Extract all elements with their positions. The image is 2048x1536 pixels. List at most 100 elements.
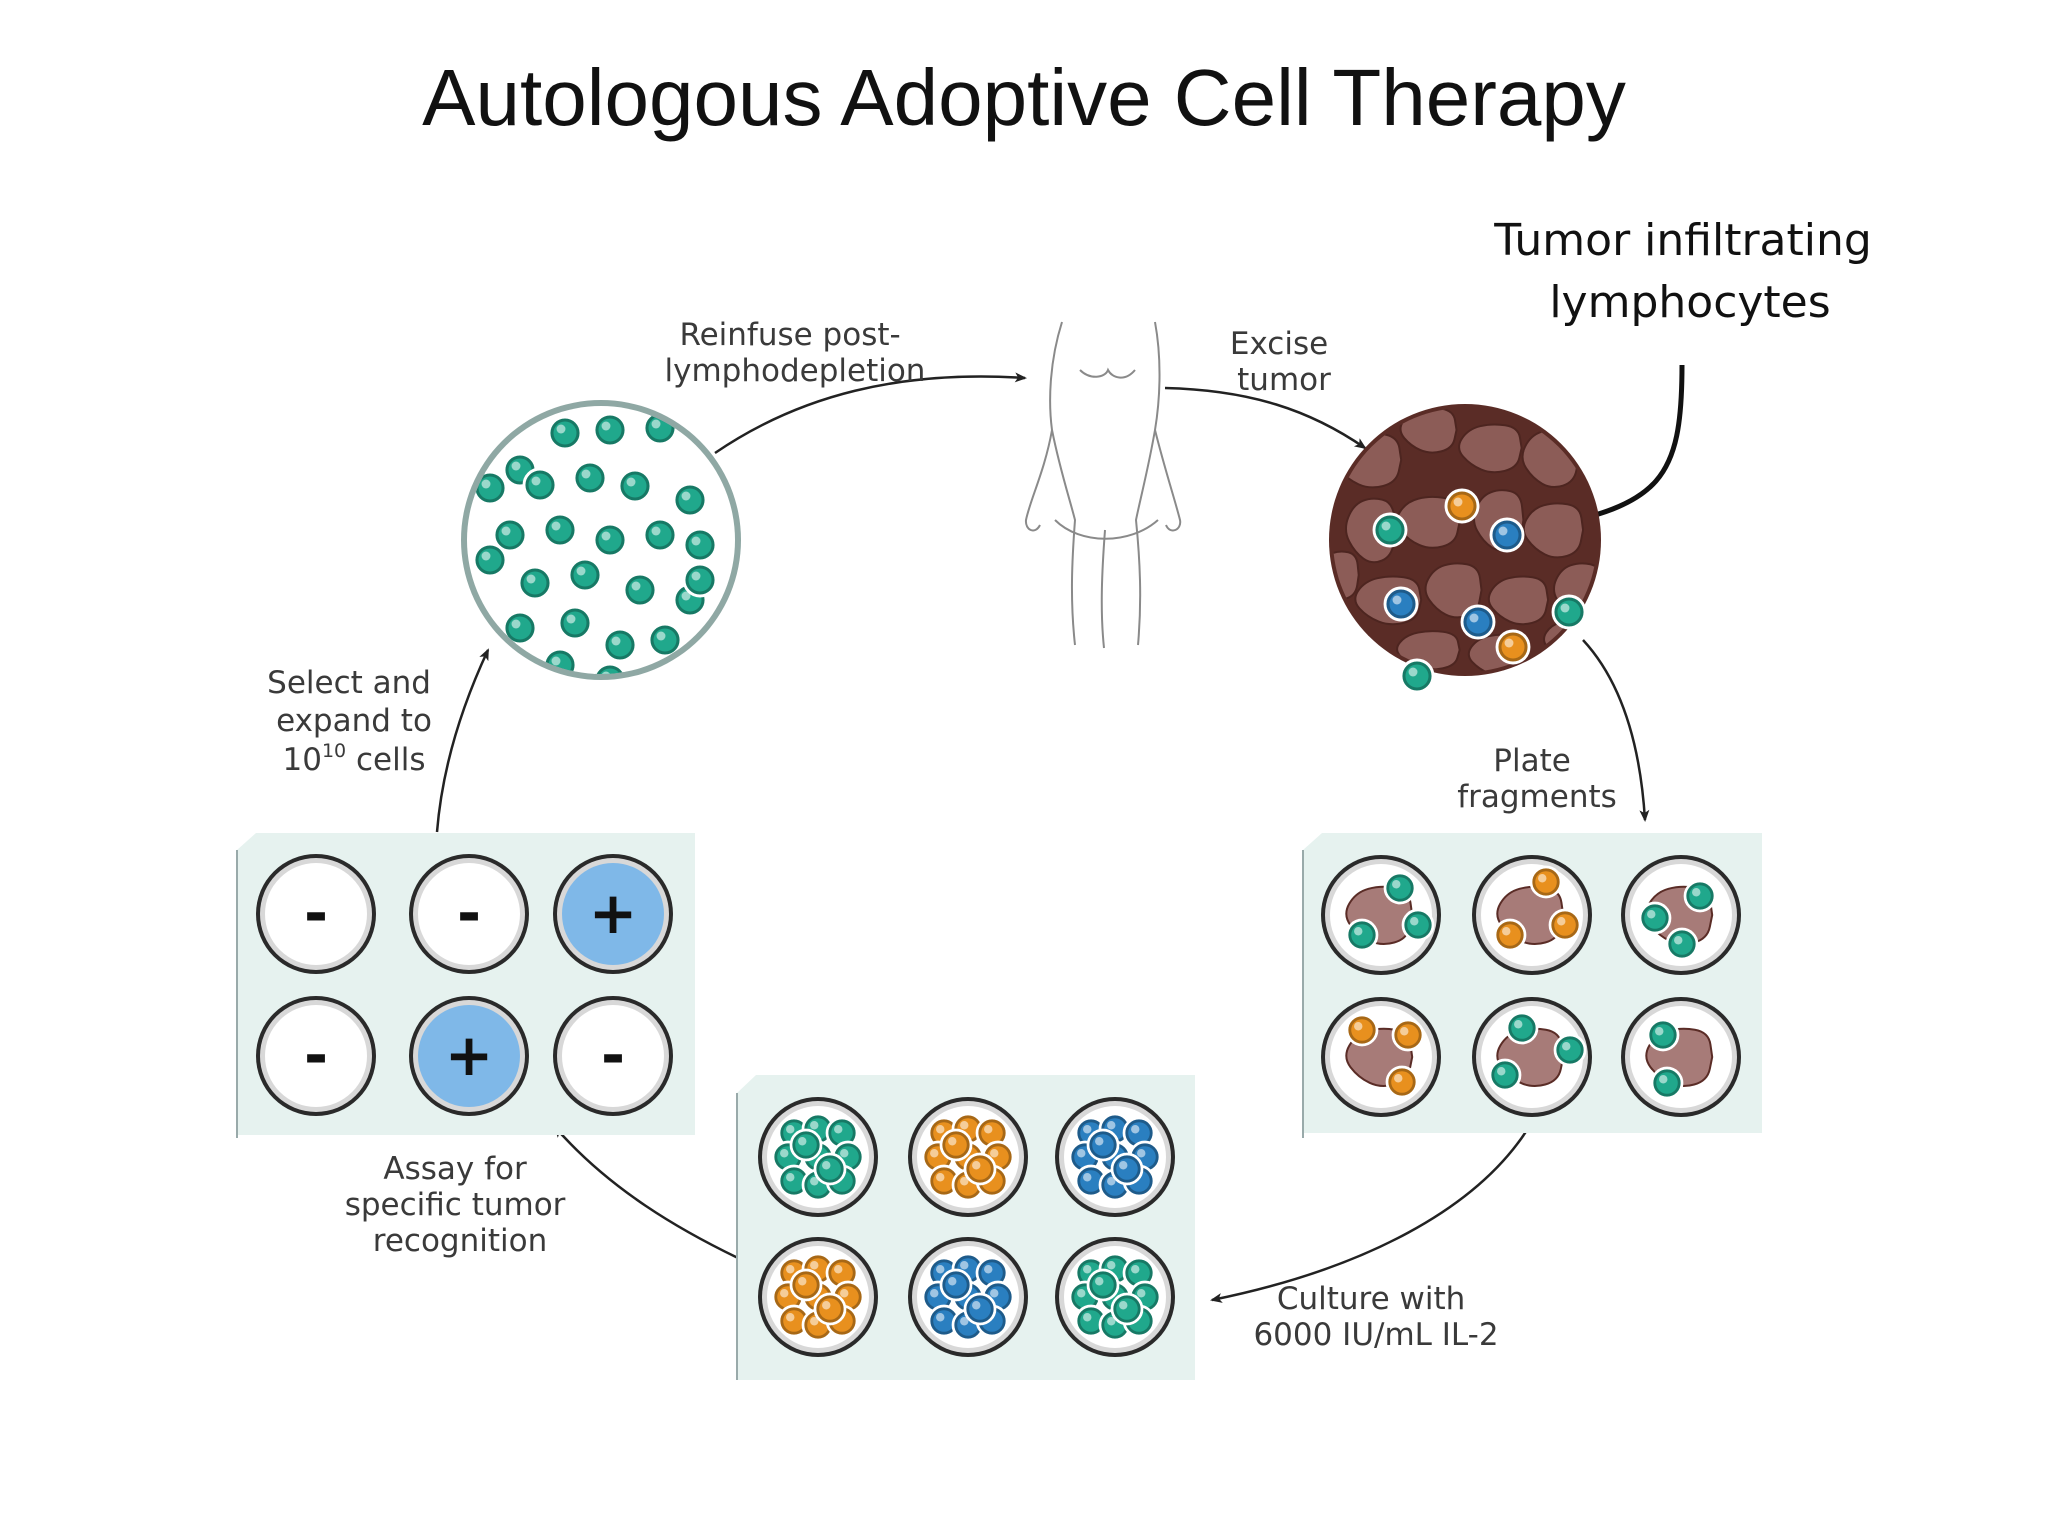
til-callout-label: Tumor infiltrating lymphocytes <box>1493 215 1886 328</box>
assay-well-negative: - <box>256 996 376 1116</box>
tumor-tissue-circle <box>1329 404 1601 694</box>
til-cell <box>517 565 553 601</box>
til-cell <box>472 542 508 578</box>
arrow-select <box>435 648 490 833</box>
step-reinfuse-label: Reinfuse post- lymphodepletion <box>665 317 926 389</box>
tumor-fragment <box>1458 423 1523 474</box>
til-cell <box>492 517 528 553</box>
fragment-well <box>1621 997 1741 1117</box>
assay-plate: --+-+- <box>236 833 695 1138</box>
arrow-culture <box>1210 1121 1534 1303</box>
til-cell <box>502 610 538 646</box>
well-lymphocyte <box>1638 901 1672 935</box>
expanded-cell <box>939 1268 973 1302</box>
assay-result-sign: - <box>304 1021 328 1089</box>
culture-well <box>758 1097 878 1217</box>
til-cell <box>622 572 658 608</box>
well-lymphocyte <box>1650 1066 1684 1100</box>
til-cell <box>567 557 603 593</box>
fragment-well <box>1321 997 1441 1117</box>
expanded-cell <box>939 1128 973 1162</box>
assay-well-positive: + <box>409 996 529 1116</box>
til-cell <box>592 412 628 448</box>
well-lymphocyte <box>1385 1065 1419 1099</box>
step-assay-label: Assay for specific tumor recognition <box>345 1151 576 1259</box>
culture-plate <box>736 1075 1195 1380</box>
tumor-fragment <box>1487 575 1550 626</box>
well-lymphocyte <box>1646 1018 1680 1052</box>
culture-well <box>908 1097 1028 1217</box>
tumor-lymphocyte <box>1551 594 1587 630</box>
arrow-plate <box>1582 639 1650 822</box>
culture-well <box>908 1237 1028 1357</box>
tumor-lymphocyte <box>1489 517 1525 553</box>
step-culture-label: Culture with 6000 IU/mL IL-2 <box>1253 1281 1498 1353</box>
well-lymphocyte <box>1548 908 1582 942</box>
well-lymphocyte <box>1665 927 1699 961</box>
til-cell <box>547 415 583 451</box>
well-lymphocyte <box>1391 1018 1425 1052</box>
arrow-assay <box>553 1125 739 1260</box>
page-title: Autologous Adoptive Cell Therapy <box>422 53 1626 142</box>
step-excise-label: Excise tumor <box>1230 326 1338 398</box>
expanded-cell <box>1110 1152 1144 1186</box>
assay-result-sign: + <box>589 879 638 947</box>
assay-well-positive: + <box>553 854 673 974</box>
well-lymphocyte <box>1553 1033 1587 1067</box>
fragment-well <box>1621 855 1741 975</box>
assay-result-sign: + <box>445 1021 494 1089</box>
assay-well-negative: - <box>256 854 376 974</box>
expanded-tils-circle <box>461 400 741 680</box>
well-lymphocyte <box>1345 1013 1379 1047</box>
tumor-lymphocyte <box>1372 512 1408 548</box>
well-lymphocyte <box>1505 1011 1539 1045</box>
fragment-well <box>1321 855 1441 975</box>
arrow-reinfuse <box>714 372 1027 455</box>
til-cell <box>557 605 593 641</box>
expanded-cell <box>813 1292 847 1326</box>
expanded-cell <box>771 1140 805 1174</box>
til-cell <box>472 470 508 506</box>
tumor-lymphocyte <box>1460 604 1496 640</box>
arrow-excise <box>1164 386 1367 450</box>
fragment-well <box>1472 997 1592 1117</box>
culture-well <box>758 1237 878 1357</box>
til-cell <box>642 517 678 553</box>
well-lymphocyte <box>1529 865 1563 899</box>
tumor-lymphocyte <box>1444 488 1480 524</box>
tumor-fragment <box>1522 502 1585 559</box>
assay-well-negative: - <box>409 854 529 974</box>
til-cell <box>572 460 608 496</box>
patient-body-illustration <box>1024 321 1182 649</box>
well-lymphocyte <box>1383 871 1417 905</box>
expanded-cell <box>1110 1292 1144 1326</box>
til-cell <box>682 527 718 563</box>
expanded-cell <box>1086 1128 1120 1162</box>
well-lymphocyte <box>1401 908 1435 942</box>
well-lymphocyte <box>1345 918 1379 952</box>
tumor-lymphocyte <box>1383 586 1419 622</box>
step-select-label: Select and expand to <box>267 665 441 739</box>
tumor-lymphocyte <box>1399 658 1435 694</box>
expanded-cell <box>1074 1304 1108 1338</box>
assay-result-sign: - <box>457 879 481 947</box>
til-cell <box>522 467 558 503</box>
fragment-well <box>1472 855 1592 975</box>
til-cell <box>602 627 638 663</box>
well-lymphocyte <box>1488 1058 1522 1092</box>
expanded-cell <box>825 1256 859 1290</box>
til-cell <box>592 662 628 674</box>
expanded-cell <box>975 1256 1009 1290</box>
expanded-cell <box>789 1268 823 1302</box>
step-select-count: 1010 cells <box>283 740 426 778</box>
fragment-plate <box>1302 833 1762 1138</box>
tumor-fragment <box>1333 550 1360 601</box>
til-cell <box>592 522 628 558</box>
expanded-cell <box>963 1292 997 1326</box>
til-cell <box>682 562 718 598</box>
step-plate-label: Plate fragments <box>1457 743 1617 815</box>
expanded-cell <box>789 1128 823 1162</box>
culture-well <box>1055 1097 1175 1217</box>
expanded-cell <box>1086 1268 1120 1302</box>
